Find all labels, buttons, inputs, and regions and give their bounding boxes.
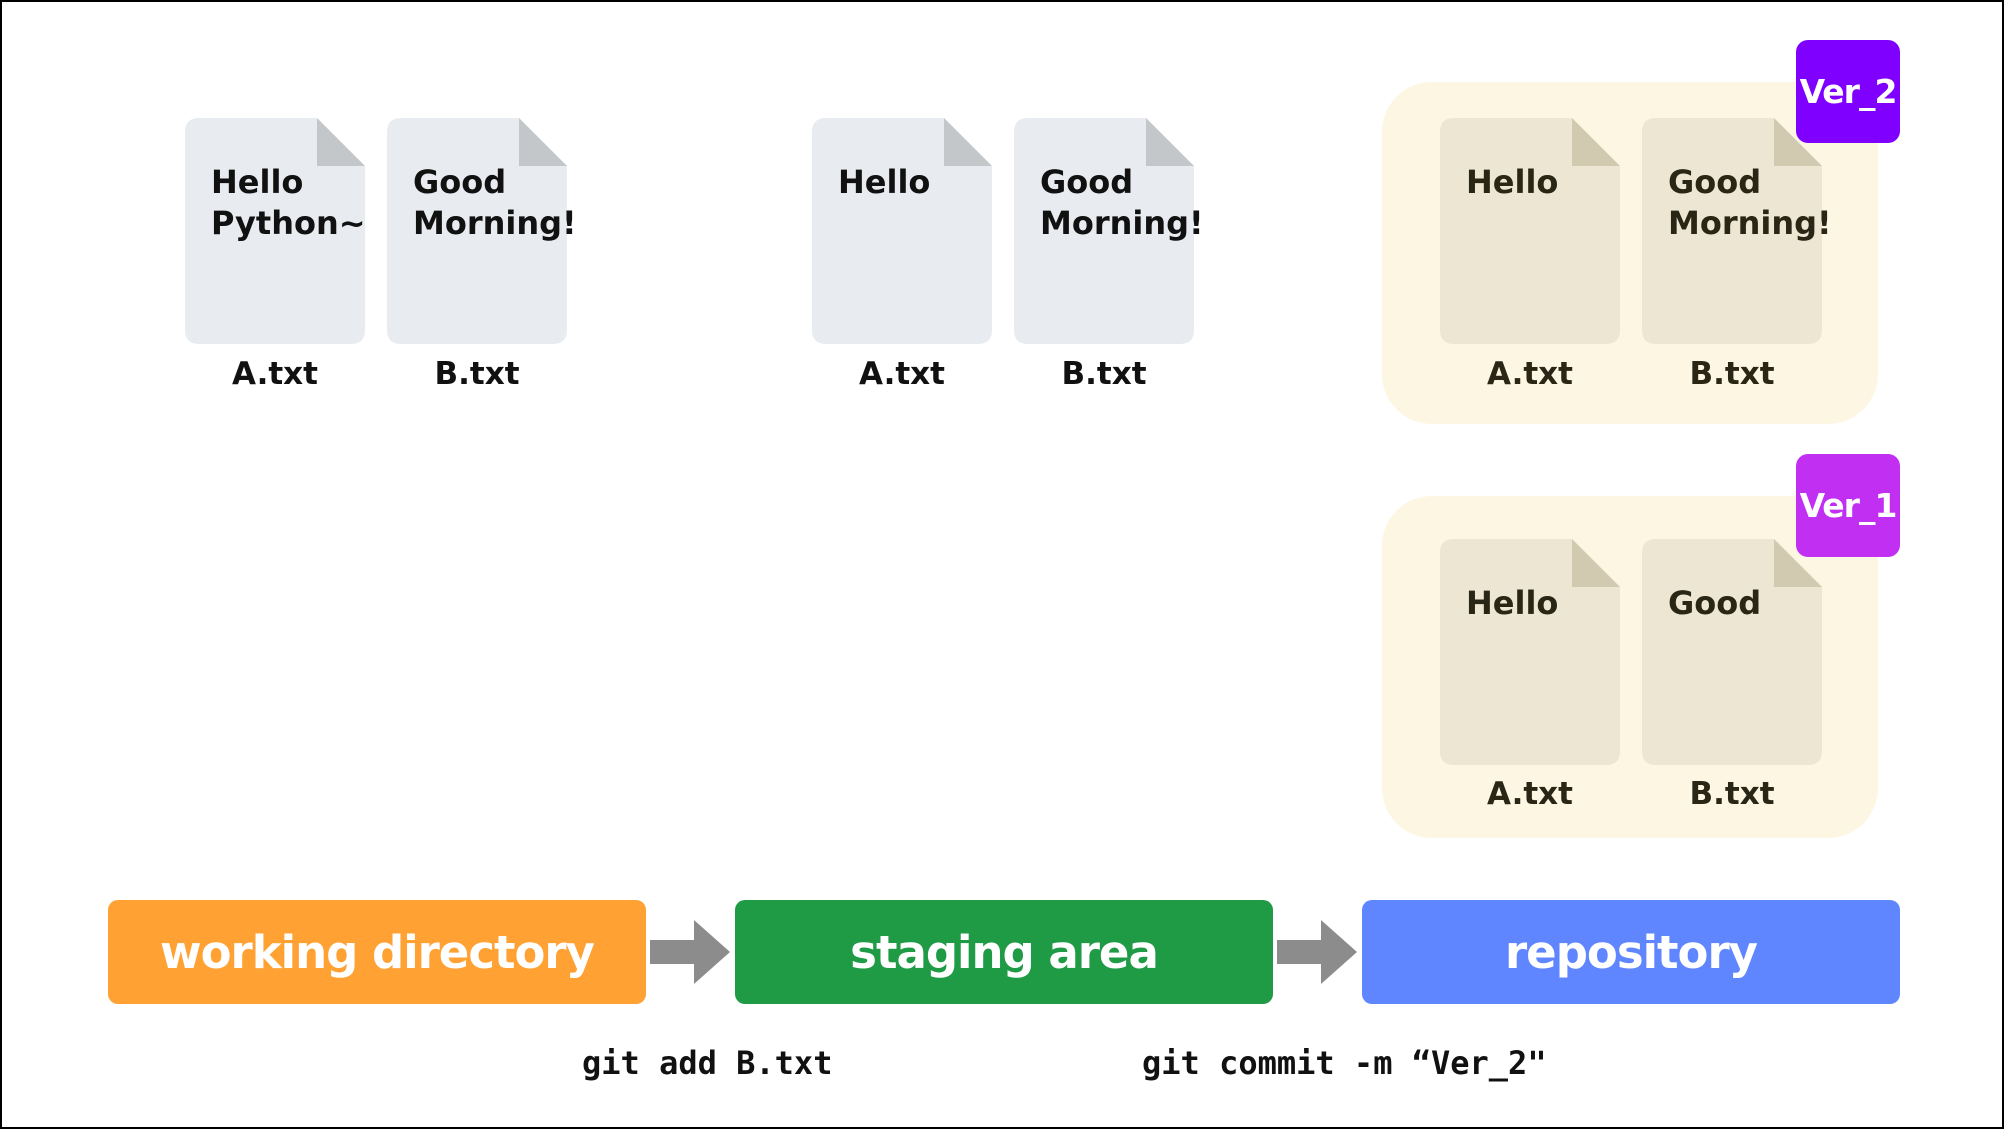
document-paper bbox=[812, 118, 992, 344]
document-fold bbox=[1572, 118, 1620, 166]
document-paper bbox=[1440, 539, 1620, 765]
document-paper bbox=[1440, 118, 1620, 344]
file-content: Good Morning! bbox=[1668, 163, 1832, 242]
document-fold bbox=[1774, 118, 1822, 166]
document-icon bbox=[1440, 539, 1620, 765]
document-paper bbox=[185, 118, 365, 344]
file-icon: Hello Python~ bbox=[185, 118, 366, 344]
document-paper bbox=[1642, 118, 1822, 344]
file-content: Good Morning! bbox=[1040, 163, 1204, 242]
document-fold bbox=[944, 118, 992, 166]
file-content: Hello bbox=[838, 163, 931, 201]
staging-area-box: staging area bbox=[735, 900, 1273, 1004]
file-icon: Good Morning! bbox=[1014, 118, 1204, 344]
document-icon bbox=[1642, 118, 1822, 344]
arrow-shape bbox=[1277, 920, 1357, 984]
working-directory-box: working directory bbox=[108, 900, 646, 1004]
file-icon: Hello bbox=[1440, 539, 1620, 765]
git-add-command: git add B.txt bbox=[582, 1044, 833, 1082]
document-icon bbox=[387, 118, 567, 344]
git-commit-command: git commit -m “Ver_2" bbox=[1142, 1044, 1547, 1082]
file-name: B.txt bbox=[434, 356, 520, 392]
document-fold bbox=[1572, 539, 1620, 587]
document-fold bbox=[519, 118, 567, 166]
file-icon: Hello bbox=[1440, 118, 1620, 344]
document-paper bbox=[1642, 539, 1822, 765]
file-name: A.txt bbox=[859, 356, 945, 392]
arrow-shape bbox=[650, 920, 730, 984]
file-name: B.txt bbox=[1689, 356, 1775, 392]
version-badge-ver2: Ver_2 bbox=[1796, 40, 1900, 143]
file-content: Hello bbox=[1466, 163, 1559, 201]
document-paper bbox=[1014, 118, 1194, 344]
document-icon bbox=[812, 118, 992, 344]
document-icon bbox=[185, 118, 365, 344]
arrow-right-icon bbox=[1277, 920, 1357, 984]
file-icon: Good Morning! bbox=[1642, 118, 1832, 344]
document-icon bbox=[1440, 118, 1620, 344]
file-content: Hello Python~ bbox=[211, 163, 366, 242]
file-name: A.txt bbox=[1487, 356, 1573, 392]
file-content: Hello bbox=[1466, 584, 1559, 622]
document-paper bbox=[387, 118, 567, 344]
file-icon: Good Morning! bbox=[387, 118, 577, 344]
document-icon bbox=[1014, 118, 1194, 344]
file-name: B.txt bbox=[1689, 776, 1775, 812]
version-badge-ver1: Ver_1 bbox=[1796, 454, 1900, 557]
document-fold bbox=[1774, 539, 1822, 587]
document-icon bbox=[1642, 539, 1822, 765]
file-name: B.txt bbox=[1061, 356, 1147, 392]
file-content: Good bbox=[1668, 584, 1762, 622]
document-fold bbox=[1146, 118, 1194, 166]
file-name: A.txt bbox=[232, 356, 318, 392]
file-content: Good Morning! bbox=[413, 163, 577, 242]
document-fold bbox=[317, 118, 365, 166]
arrow-right-icon bbox=[650, 920, 730, 984]
file-icon: Good bbox=[1642, 539, 1822, 765]
file-name: A.txt bbox=[1487, 776, 1573, 812]
file-icon: Hello bbox=[812, 118, 992, 344]
repository-box: repository bbox=[1362, 900, 1900, 1004]
